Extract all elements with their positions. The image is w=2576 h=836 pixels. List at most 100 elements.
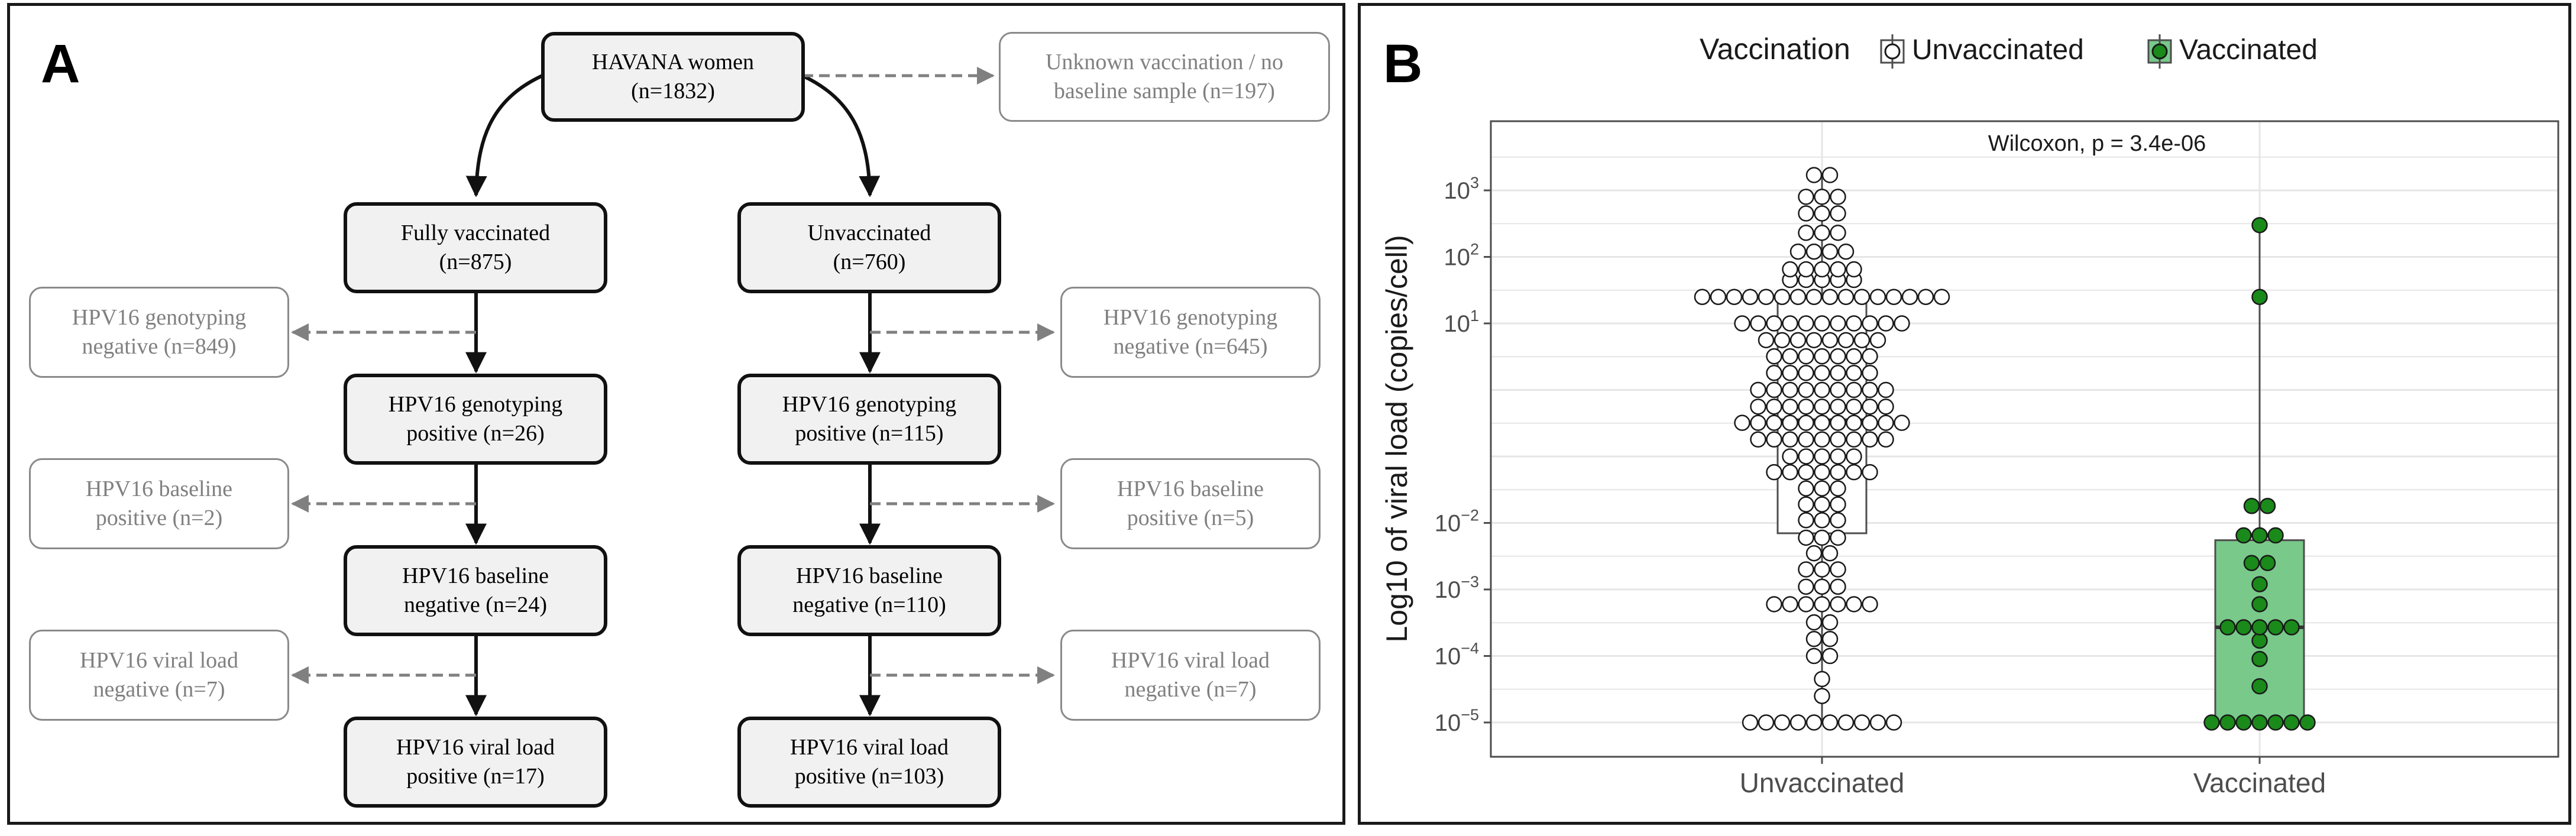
data-point-unvaccinated — [1814, 512, 1830, 529]
data-point-unvaccinated — [1846, 431, 1862, 448]
data-point-unvaccinated — [1798, 512, 1814, 529]
data-point-unvaccinated — [1789, 243, 1807, 260]
data-point-unvaccinated — [1814, 414, 1830, 431]
data-point-unvaccinated — [1814, 348, 1830, 365]
data-point-unvaccinated — [1885, 714, 1902, 731]
data-point-vaccinated — [2203, 714, 2220, 731]
data-point-unvaccinated — [1734, 414, 1750, 431]
data-point-unvaccinated — [1766, 414, 1782, 431]
data-point-unvaccinated — [1830, 578, 1846, 595]
data-point-unvaccinated — [1846, 365, 1862, 381]
data-point-unvaccinated — [1805, 614, 1823, 631]
data-point-unvaccinated — [1742, 714, 1759, 731]
panel-a-letter: A — [41, 34, 80, 94]
data-point-unvaccinated — [1821, 545, 1839, 562]
data-point-unvaccinated — [1789, 332, 1807, 349]
data-point-unvaccinated — [1782, 464, 1798, 481]
data-point-unvaccinated — [1830, 431, 1846, 448]
data-point-unvaccinated — [1862, 348, 1878, 365]
data-point-unvaccinated — [1830, 512, 1846, 529]
data-point-unvaccinated — [1878, 398, 1894, 415]
data-point-unvaccinated — [1766, 381, 1782, 398]
legend: Vaccination Unvaccinated Vaccinated — [1700, 33, 2318, 69]
data-point-unvaccinated — [1766, 431, 1782, 448]
data-point-unvaccinated — [1750, 315, 1766, 332]
data-point-unvaccinated — [1830, 189, 1846, 205]
data-point-unvaccinated — [1837, 289, 1855, 305]
data-point-unvaccinated — [1766, 398, 1782, 415]
data-point-unvaccinated — [1798, 381, 1814, 398]
data-point-unvaccinated — [1814, 670, 1830, 688]
data-point-unvaccinated — [1782, 414, 1798, 431]
data-point-vaccinated — [2219, 714, 2236, 731]
data-point-unvaccinated — [1814, 529, 1830, 546]
data-point-unvaccinated — [1846, 596, 1862, 613]
data-point-unvaccinated — [1814, 225, 1830, 241]
data-point-unvaccinated — [1862, 414, 1878, 431]
data-point-unvaccinated — [1814, 480, 1830, 497]
data-point-unvaccinated — [1782, 365, 1798, 381]
data-point-unvaccinated — [1869, 332, 1886, 349]
data-point-unvaccinated — [1805, 545, 1823, 562]
data-point-unvaccinated — [1782, 381, 1798, 398]
data-point-unvaccinated — [1821, 332, 1839, 349]
data-point-vaccinated — [2235, 619, 2252, 636]
data-point-vaccinated — [2259, 555, 2276, 571]
data-point-vaccinated — [2251, 576, 2268, 592]
node-unvaccinated: Unvaccinated(n=760) — [737, 202, 1001, 293]
data-point-vaccinated — [2243, 498, 2260, 514]
data-point-unvaccinated — [1862, 431, 1878, 448]
data-point-unvaccinated — [1798, 529, 1814, 546]
data-point-unvaccinated — [1750, 414, 1766, 431]
data-point-vaccinated — [2251, 527, 2268, 544]
data-point-unvaccinated — [1798, 315, 1814, 332]
data-point-unvaccinated — [1766, 315, 1782, 332]
grid-layer — [1491, 121, 2558, 757]
data-point-unvaccinated — [1766, 464, 1782, 481]
data-point-unvaccinated — [1814, 315, 1830, 332]
data-point-vaccinated — [2235, 714, 2252, 731]
data-point-unvaccinated — [1734, 315, 1750, 332]
data-point-unvaccinated — [1830, 464, 1846, 481]
data-point-unvaccinated — [1830, 398, 1846, 415]
data-point-unvaccinated — [1830, 561, 1846, 578]
legend-label-vaccinated: Vaccinated — [2179, 34, 2318, 66]
data-point-unvaccinated — [1805, 631, 1823, 647]
data-point-unvaccinated — [1814, 561, 1830, 578]
data-point-vaccinated — [2251, 596, 2268, 613]
data-point-unvaccinated — [1782, 448, 1798, 465]
data-point-unvaccinated — [1750, 431, 1766, 448]
data-point-vaccinated — [2251, 678, 2268, 695]
data-point-unvaccinated — [1846, 414, 1862, 431]
data-point-unvaccinated — [1869, 289, 1886, 305]
y-tick-label: 10−5 — [1435, 706, 1479, 736]
data-point-vaccinated — [2251, 714, 2268, 731]
data-point-vaccinated — [2251, 619, 2268, 636]
data-point-unvaccinated — [1821, 631, 1839, 647]
data-point-unvaccinated — [1750, 381, 1766, 398]
data-point-unvaccinated — [1798, 205, 1814, 222]
data-point-vaccinated — [2251, 632, 2268, 649]
data-point-unvaccinated — [1814, 398, 1830, 415]
data-point-unvaccinated — [1830, 529, 1846, 546]
data-point-unvaccinated — [1758, 714, 1775, 731]
data-point-unvaccinated — [1814, 431, 1830, 448]
data-point-unvaccinated — [1782, 261, 1798, 278]
data-point-unvaccinated — [1846, 261, 1862, 278]
panel-b-letter: B — [1383, 34, 1423, 94]
data-point-unvaccinated — [1710, 289, 1727, 305]
data-point-unvaccinated — [1814, 448, 1830, 465]
data-point-unvaccinated — [1878, 414, 1894, 431]
data-point-unvaccinated — [1814, 261, 1830, 278]
data-point-vaccinated — [2243, 555, 2260, 571]
data-point-unvaccinated — [1830, 365, 1846, 381]
legend-title: Vaccination — [1700, 33, 1850, 66]
data-point-unvaccinated — [1821, 647, 1839, 665]
data-point-unvaccinated — [1894, 315, 1910, 332]
